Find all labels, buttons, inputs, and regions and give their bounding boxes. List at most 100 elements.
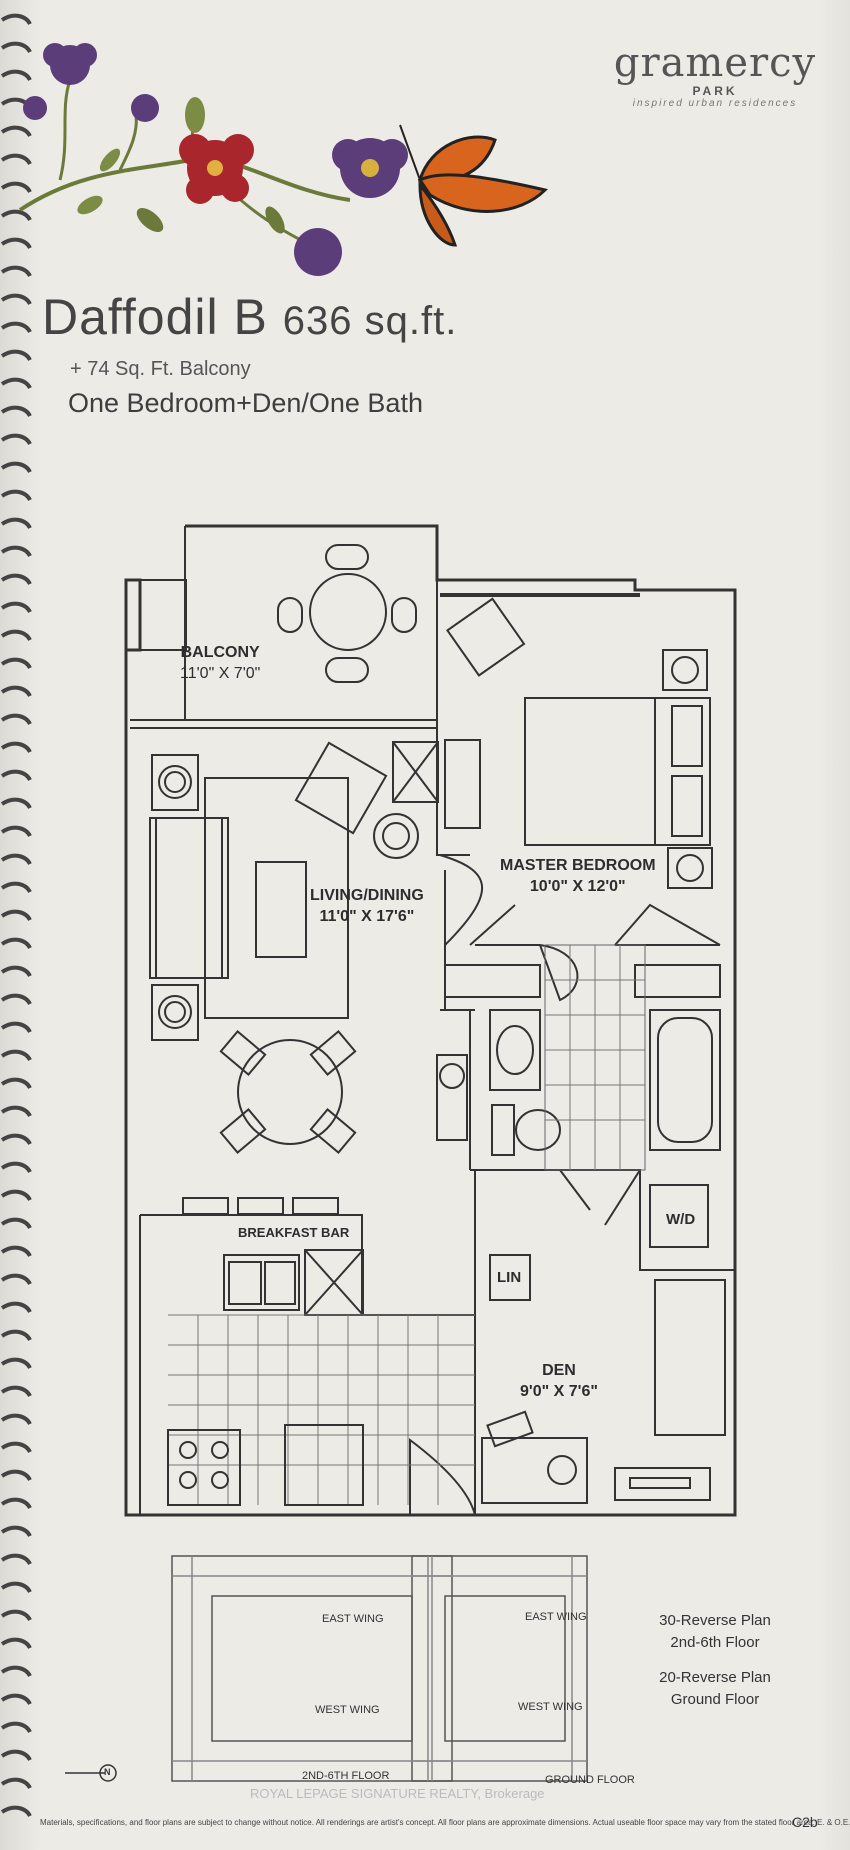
spiral-coil <box>0 713 32 726</box>
floral-illustration <box>18 43 548 276</box>
balcony-area: + 74 Sq. Ft. Balcony <box>70 358 251 380</box>
page-code: C2b <box>792 1814 818 1830</box>
spiral-coil <box>0 685 32 698</box>
spiral-coil <box>0 657 32 670</box>
spiral-coil <box>0 433 32 446</box>
spiral-binding <box>0 13 32 1818</box>
spiral-coil <box>0 1609 32 1622</box>
room-breakfast: BREAKFAST BAR <box>238 1225 350 1240</box>
spiral-coil <box>0 461 32 474</box>
spiral-coil <box>0 1217 32 1230</box>
spiral-coil <box>0 125 32 138</box>
plan-notes-2: 20-Reverse Plan Ground Floor <box>640 1667 790 1711</box>
spiral-coil <box>0 265 32 278</box>
room-master-dims: 10'0" X 12'0" <box>529 878 626 895</box>
spiral-coil <box>0 1693 32 1706</box>
room-lin: LIN <box>497 1269 522 1286</box>
spiral-coil <box>0 741 32 754</box>
unit-layout: One Bedroom+Den/One Bath <box>68 388 423 418</box>
key-left-floor: 2ND-6TH FLOOR <box>302 1770 390 1782</box>
spiral-coil <box>0 1777 32 1790</box>
spiral-coil <box>0 993 32 1006</box>
spiral-coil <box>0 965 32 978</box>
spiral-coil <box>0 1245 32 1258</box>
spiral-coil <box>0 1413 32 1426</box>
key-right-floor: GROUND FLOOR <box>545 1774 635 1786</box>
north-arrow-icon <box>65 1764 117 1782</box>
plan-notes-1: 30-Reverse Plan 2nd-6th Floor <box>640 1610 790 1654</box>
plan-line-2: 2nd-6th Floor <box>670 1634 760 1651</box>
spiral-coil <box>0 41 32 54</box>
spiral-coil <box>0 1189 32 1202</box>
spiral-coil <box>0 1497 32 1510</box>
spiral-coil <box>0 1385 32 1398</box>
spiral-coil <box>0 293 32 306</box>
room-living: LIVING/DINING 11'0" X 17'6" <box>310 885 424 927</box>
disclaimer: Materials, specifications, and floor pla… <box>40 1818 850 1827</box>
room-living-dims: 11'0" X 17'6" <box>319 908 415 925</box>
spiral-coil <box>0 1077 32 1090</box>
spiral-coil <box>0 1161 32 1174</box>
room-den-dims: 9'0" X 7'6" <box>520 1383 598 1400</box>
spiral-coil <box>0 1329 32 1342</box>
butterfly-icon <box>399 124 548 247</box>
spiral-coil <box>0 909 32 922</box>
key-plans <box>65 1555 588 1782</box>
room-master-name: MASTER BEDROOM <box>500 857 656 874</box>
spiral-coil <box>0 1553 32 1566</box>
spiral-coil <box>0 825 32 838</box>
spiral-coil <box>0 545 32 558</box>
room-living-name: LIVING/DINING <box>310 887 424 904</box>
spiral-coil <box>0 405 32 418</box>
watermark: ROYAL LEPAGE SIGNATURE REALTY, Brokerage <box>250 1786 545 1801</box>
brand-sub: PARK <box>692 84 738 98</box>
spiral-coil <box>0 1357 32 1370</box>
spiral-coil <box>0 1049 32 1062</box>
spiral-coil <box>0 1133 32 1146</box>
key-left-west: WEST WING <box>315 1704 380 1716</box>
spiral-coil <box>0 601 32 614</box>
brand-name: gramercy <box>613 40 817 86</box>
spiral-coil <box>0 1469 32 1482</box>
spiral-coil <box>0 349 32 362</box>
plan-line-1: 30-Reverse Plan <box>659 1612 771 1629</box>
room-den-name: DEN <box>542 1362 576 1379</box>
spiral-coil <box>0 1805 32 1818</box>
room-wd: W/D <box>666 1211 696 1228</box>
spiral-coil <box>0 1721 32 1734</box>
spiral-coil <box>0 853 32 866</box>
spiral-coil <box>0 13 32 26</box>
spiral-coil <box>0 629 32 642</box>
spiral-coil <box>0 1525 32 1538</box>
north-label: N <box>104 1767 111 1777</box>
key-right-west: WEST WING <box>518 1701 583 1713</box>
spiral-coil <box>0 797 32 810</box>
room-balcony-name: BALCONY <box>180 644 260 661</box>
spiral-coil <box>0 1105 32 1118</box>
plan-line-3: 20-Reverse Plan <box>659 1669 771 1686</box>
spiral-coil <box>0 573 32 586</box>
spiral-coil <box>0 181 32 194</box>
room-den: DEN 9'0" X 7'6" <box>520 1360 598 1402</box>
spiral-coil <box>0 517 32 530</box>
key-left-east: EAST WING <box>322 1613 384 1625</box>
brand-logo: gramercy PARK inspired urban residences <box>600 42 830 109</box>
spiral-coil <box>0 1665 32 1678</box>
spiral-coil <box>0 1581 32 1594</box>
spiral-coil <box>0 937 32 950</box>
spiral-coil <box>0 1441 32 1454</box>
key-right-east: EAST WING <box>525 1611 587 1623</box>
spiral-coil <box>0 69 32 82</box>
spiral-coil <box>0 881 32 894</box>
room-balcony-dims: 11'0" X 7'0" <box>180 665 261 682</box>
spiral-coil <box>0 209 32 222</box>
unit-name: Daffodil B <box>42 289 268 345</box>
spiral-coil <box>0 1637 32 1650</box>
spiral-coil <box>0 489 32 502</box>
spiral-coil <box>0 1273 32 1286</box>
spiral-coil <box>0 1021 32 1034</box>
spiral-coil <box>0 1301 32 1314</box>
spiral-coil <box>0 153 32 166</box>
